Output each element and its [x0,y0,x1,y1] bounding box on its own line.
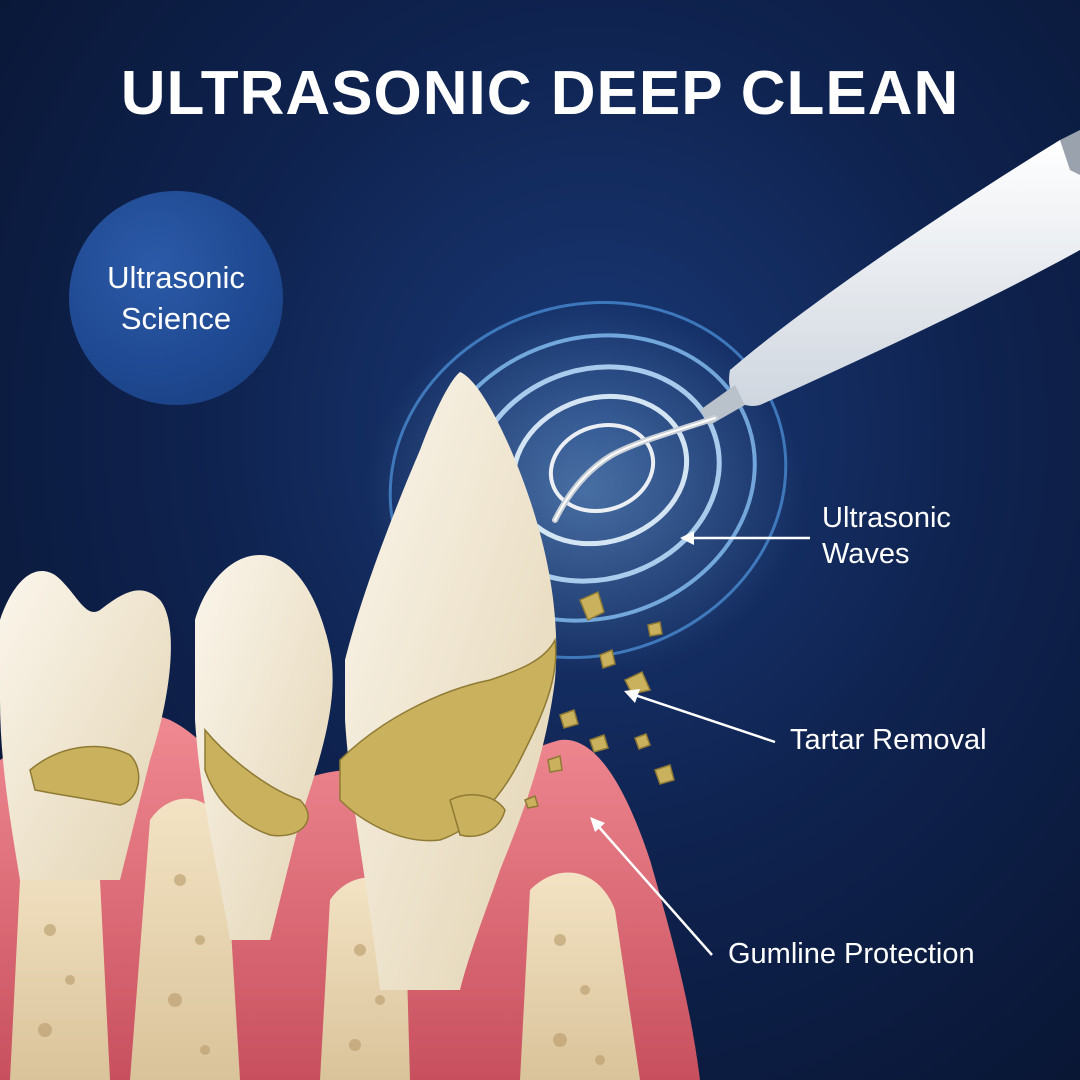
badge-line2: Science [120,301,232,336]
badge-line1: Ultrasonic [107,260,245,295]
callout-arrow-gumline [590,817,713,956]
tartar-fragments [29,590,675,842]
callout-waves-line1: Ultrasonic [822,502,951,534]
ultrasonic-scaler-device [552,130,1080,523]
callout-arrow-waves [680,531,810,545]
tooth-illustration [0,372,557,990]
callout-tartar-removal: Tartar Removal [790,724,987,756]
callout-arrow-tartar [624,689,776,744]
ultrasonic-science-badge: Ultrasonic Science [69,191,283,405]
callout-gumline-protection: Gumline Protection [728,938,975,970]
callout-waves-line2: Waves [822,538,910,570]
page-title: ULTRASONIC DEEP CLEAN [120,59,960,128]
callout-ultrasonic-waves: Ultrasonic Waves [822,500,951,572]
